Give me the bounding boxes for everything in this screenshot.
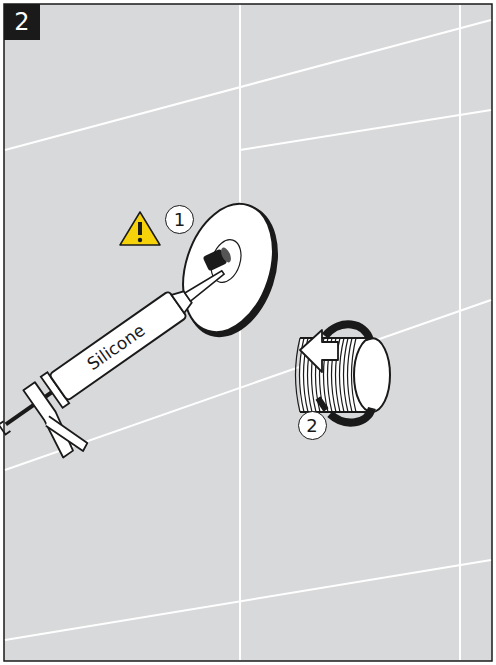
callout-number-text: 1	[174, 209, 185, 230]
step-number: 2	[4, 4, 40, 40]
callout-number: 2	[298, 411, 327, 440]
callout-number: 1	[165, 205, 194, 234]
step-number-text: 2	[14, 8, 29, 36]
callout-number-text: 2	[306, 415, 317, 436]
